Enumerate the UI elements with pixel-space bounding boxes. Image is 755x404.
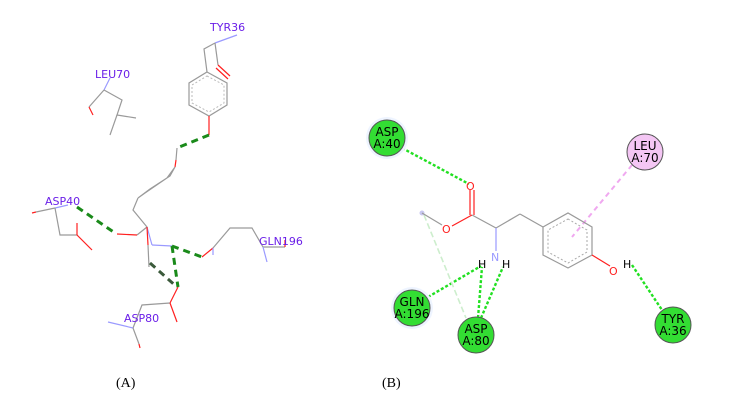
hbond-tyr-a36: [631, 264, 663, 311]
svg-text:A:80: A:80: [462, 334, 489, 348]
residue-asp80-sticks: [107, 286, 179, 349]
residue-asp40-sticks: [31, 204, 93, 251]
hbond-asp80-b: [149, 261, 178, 289]
caption-a: (A): [116, 376, 136, 391]
hbond-asp-a40: [401, 146, 470, 186]
hbond-gln196: [171, 244, 203, 259]
interactions-2d: [401, 146, 663, 319]
atom-n: N: [491, 251, 499, 264]
atom-o-carbonyl: O: [466, 180, 475, 193]
svg-text:A:196: A:196: [395, 307, 430, 321]
svg-text:LEU: LEU: [633, 139, 656, 153]
svg-text:TYR: TYR: [661, 312, 685, 326]
hbond-asp-a80-1: [476, 266, 484, 319]
label-leu70: LEU70: [95, 68, 130, 81]
residue-leu-a70: LEU A:70: [626, 133, 664, 171]
panel-a-3d-view: TYR36 LEU70 ASP40 GLN196 ASP80 (A): [31, 21, 303, 391]
hbond-asp40: [76, 205, 116, 235]
svg-text:A:40: A:40: [373, 137, 400, 151]
residue-asp-a40: ASP A:40: [366, 117, 408, 159]
label-asp40: ASP40: [45, 195, 80, 208]
svg-text:A:36: A:36: [659, 324, 686, 338]
hbond-tyr36: [176, 133, 210, 150]
pi-alkyl-leu-a70: [571, 164, 633, 238]
residue-tyr-a36: TYR A:36: [654, 306, 692, 344]
residue-gln196-sticks: [201, 227, 286, 263]
label-gln196: GLN196: [259, 235, 303, 248]
residue-gln-a196: GLN A:196: [391, 287, 433, 329]
svg-text:ASP: ASP: [464, 322, 487, 336]
residue-asp-a80: ASP A:80: [457, 316, 495, 354]
svg-text:GLN: GLN: [400, 295, 425, 309]
svg-text:ASP: ASP: [375, 125, 398, 139]
label-asp80: ASP80: [124, 312, 159, 325]
atom-h1: H: [478, 258, 486, 271]
atom-o-hydroxyl: O: [609, 265, 618, 278]
ligand-sticks: [116, 147, 178, 268]
svg-text:A:70: A:70: [631, 151, 658, 165]
hbond-asp-a80-2: [479, 266, 505, 319]
residue-leu70-sticks: [88, 77, 137, 136]
caption-b: (B): [382, 376, 401, 391]
carbon-hbond-asp-a80: [423, 214, 467, 319]
atom-h-hydroxyl: H: [623, 258, 631, 271]
label-tyr36: TYR36: [209, 21, 245, 34]
hbond-asp80-a: [170, 245, 180, 288]
atom-h2: H: [502, 258, 510, 271]
hbond-gln-a196: [427, 264, 482, 299]
residue-tyr36-sticks: [188, 34, 238, 135]
ligand-2d: [419, 190, 611, 269]
atom-o-ester: O: [442, 223, 451, 236]
panel-b-2d-diagram: O O N H H O H ASP A:40 LEU A:70 GLN A:19…: [366, 117, 692, 391]
hydrogen-bonds-3d: [76, 133, 210, 289]
